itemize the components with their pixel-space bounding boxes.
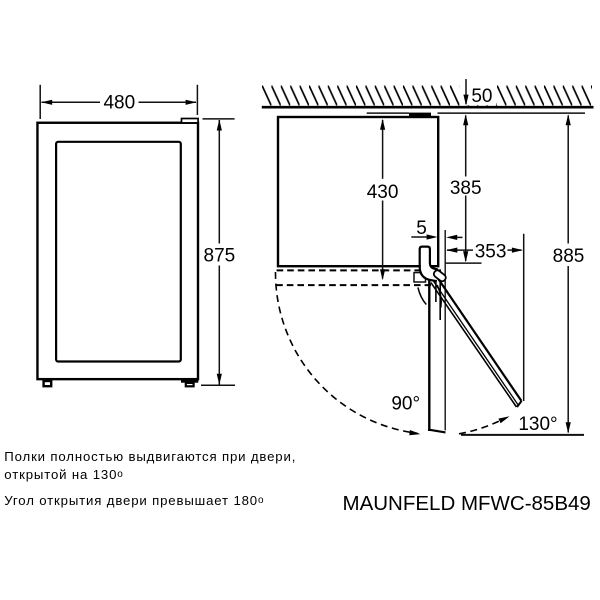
svg-text:875: 875: [204, 245, 236, 266]
svg-text:90°: 90°: [391, 393, 420, 414]
svg-text:480: 480: [103, 93, 135, 114]
svg-text:50: 50: [471, 86, 492, 107]
svg-text:5: 5: [416, 218, 427, 239]
svg-text:885: 885: [553, 246, 585, 267]
svg-text:385: 385: [450, 178, 482, 199]
svg-text:130°: 130°: [518, 414, 557, 435]
svg-text:353: 353: [475, 241, 507, 262]
svg-text:430: 430: [367, 182, 399, 203]
